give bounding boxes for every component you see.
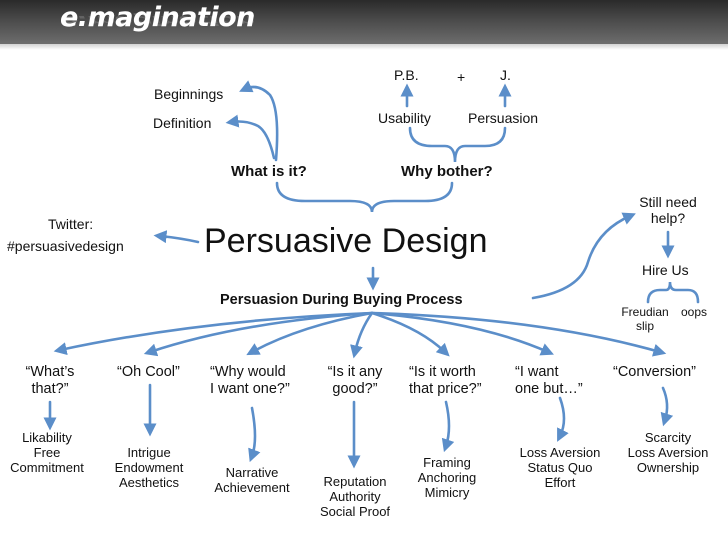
twitter-label: Twitter: bbox=[48, 216, 94, 232]
pb-label: P.B. bbox=[394, 67, 419, 83]
beginnings-label: Beginnings bbox=[154, 86, 224, 102]
what-is-it-label: What is it? bbox=[231, 163, 307, 180]
stage-question-4: “Is it any good?” bbox=[327, 364, 383, 397]
logo: e.magination bbox=[60, 2, 255, 33]
down-arrow-stage-7 bbox=[660, 386, 674, 427]
usability-label: Usability bbox=[378, 110, 431, 126]
stage-question-1: “What’s that?” bbox=[25, 364, 75, 397]
stage-question-2: “Oh Cool” bbox=[117, 364, 180, 380]
fan-to-stage-2 bbox=[143, 311, 374, 357]
subtitle: Persuasion During Buying Process bbox=[220, 292, 463, 308]
arrow-to-definition bbox=[225, 114, 276, 160]
main-title: Persuasive Design bbox=[204, 222, 488, 260]
oops-label: oops bbox=[681, 305, 708, 319]
stage-detail-3: Narrative Achievement bbox=[214, 465, 290, 495]
stage-detail-2: Intrigue Endowment Aesthetics bbox=[114, 445, 184, 490]
fan-to-stage-1 bbox=[53, 311, 374, 355]
fan-to-stage-6 bbox=[370, 311, 554, 356]
arrow-to-twitter bbox=[153, 230, 200, 244]
down-arrow-stage-3 bbox=[248, 406, 261, 463]
stage-detail-1: Likability Free Commitment bbox=[10, 430, 84, 475]
freudian-slip-label: Freudian slip bbox=[621, 305, 669, 333]
why-bother-label: Why bother? bbox=[401, 163, 493, 180]
persuasion-label: Persuasion bbox=[468, 110, 539, 126]
stage-detail-6: Loss Aversion Status Quo Effort bbox=[519, 445, 601, 490]
fan-to-stage-7 bbox=[370, 311, 667, 357]
stage-question-5: “Is it worth that price?” bbox=[409, 364, 482, 397]
plus-label: + bbox=[457, 69, 466, 85]
fan-to-stage-5 bbox=[370, 311, 450, 357]
stage-question-7: “Conversion” bbox=[613, 364, 696, 380]
hire-us-label: Hire Us bbox=[642, 262, 689, 278]
down-arrow-stage-5 bbox=[441, 400, 455, 453]
why-brace bbox=[408, 126, 507, 163]
fan-to-stage-3 bbox=[246, 311, 374, 356]
arrow-to-help bbox=[531, 212, 636, 300]
still-need-help: Still need help? bbox=[639, 194, 697, 226]
hire-brace bbox=[646, 281, 700, 304]
top-brace bbox=[275, 181, 454, 213]
stage-question-6: “I want one but…” bbox=[515, 364, 583, 397]
stage-detail-5: Framing Anchoring Mimicry bbox=[417, 455, 477, 500]
stage-detail-4: Reputation Authority Social Proof bbox=[319, 474, 391, 519]
stage-detail-7: Scarcity Loss Aversion Ownership bbox=[627, 430, 709, 475]
header-bar: e.magination e.magination bbox=[0, 0, 728, 50]
arrow-to-beginnings bbox=[239, 80, 279, 162]
j-label: J. bbox=[500, 67, 511, 83]
fan-to-stage-4 bbox=[350, 311, 374, 359]
twitter-handle: #persuasivedesign bbox=[7, 238, 124, 254]
stage-question-3: “Why would I want one?” bbox=[210, 364, 290, 397]
down-arrow-stage-6 bbox=[557, 396, 569, 442]
definition-label: Definition bbox=[153, 115, 212, 131]
